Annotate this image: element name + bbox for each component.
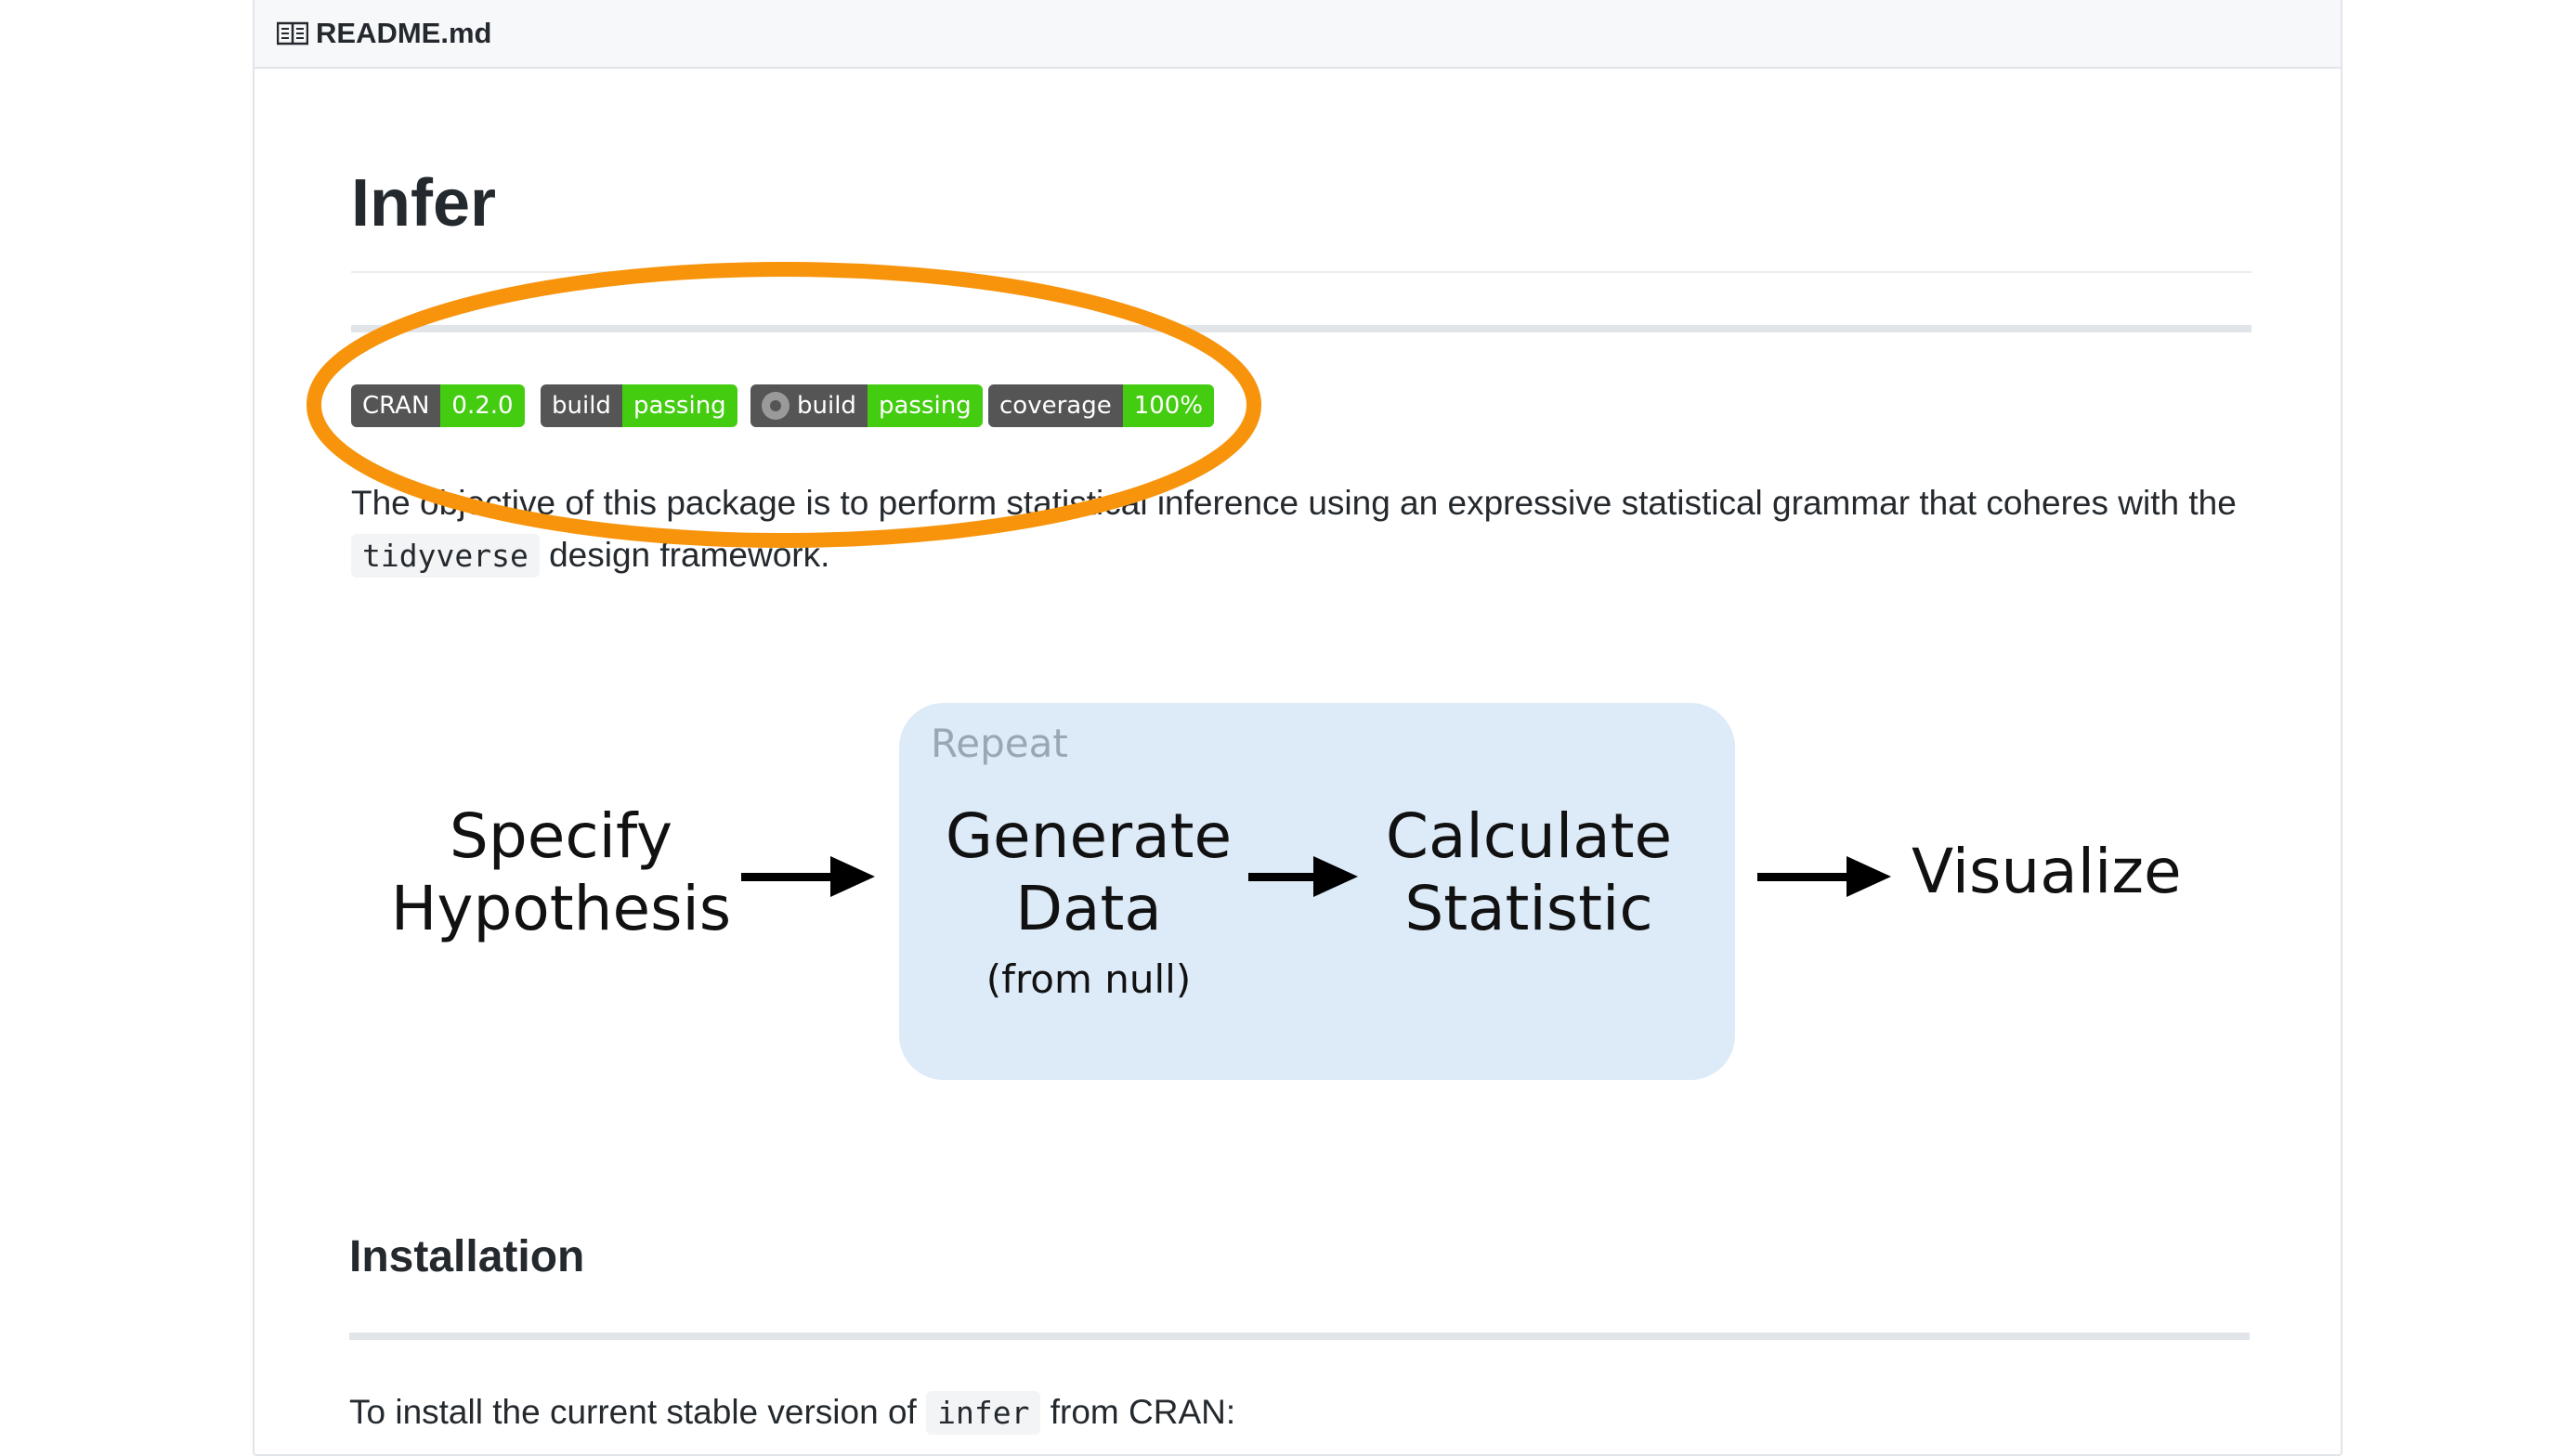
file-header: README.md bbox=[254, 0, 2341, 69]
installation-paragraph: To install the current stable version of… bbox=[349, 1391, 1235, 1435]
page-title: Infer bbox=[351, 166, 497, 240]
step-visualize: Visualize bbox=[1912, 836, 2182, 907]
installation-heading: Installation bbox=[349, 1232, 585, 1281]
title-underline bbox=[351, 271, 2251, 273]
file-name[interactable]: README.md bbox=[316, 17, 492, 49]
repeat-label: Repeat bbox=[931, 721, 1068, 766]
installation-divider bbox=[349, 1332, 2250, 1340]
arrow-icon bbox=[1757, 856, 1891, 897]
step-calculate-statistic: Calculate Statistic bbox=[1385, 800, 1673, 944]
arrow-icon bbox=[1248, 856, 1358, 897]
step-specify-hypothesis: Specify Hypothesis bbox=[390, 800, 732, 944]
section-divider bbox=[351, 325, 2251, 332]
book-icon bbox=[277, 21, 308, 46]
arrow-icon bbox=[741, 856, 875, 897]
step-generate-data: Generate Data (from null) bbox=[945, 800, 1233, 1002]
infer-code: infer bbox=[926, 1391, 1041, 1435]
